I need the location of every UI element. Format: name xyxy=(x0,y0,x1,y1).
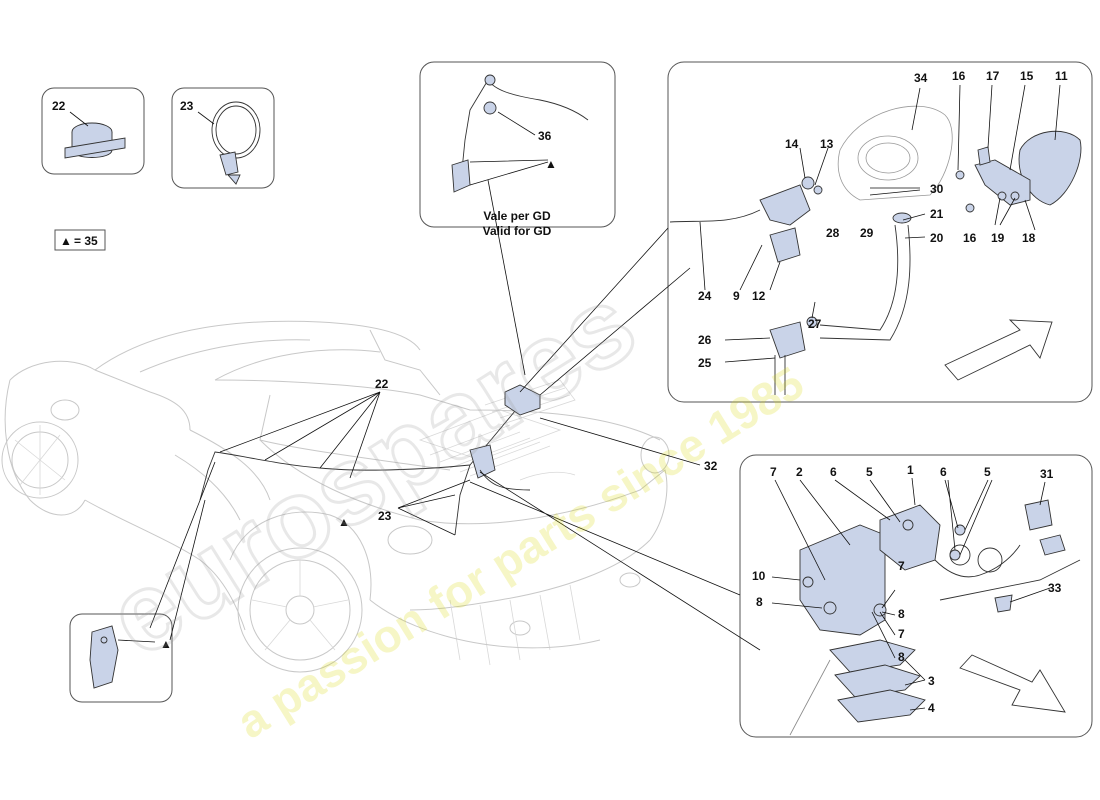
callout-6-left: 6 xyxy=(830,465,837,479)
callout-16-top: 16 xyxy=(952,69,966,83)
callout-29: 29 xyxy=(860,226,874,240)
car-outline xyxy=(1,320,670,673)
callout-5-left: 5 xyxy=(866,465,873,479)
callout-18: 18 xyxy=(1022,231,1036,245)
legend-symbol: ▲ xyxy=(60,234,72,248)
callout-26: 26 xyxy=(698,333,712,347)
callout-21: 21 xyxy=(930,207,944,221)
cable-routing xyxy=(199,384,541,536)
gd-variant-box: 36 ▲ Vale per GD Valid for GD xyxy=(419,61,616,238)
callout-25: 25 xyxy=(698,356,712,370)
bonnet-lock-box: 7 2 6 5 1 6 5 31 10 7 8 8 7 8 3 4 33 xyxy=(739,454,1093,738)
callout-3: 3 xyxy=(928,674,935,688)
callout-22: 22 xyxy=(52,99,66,113)
callout-30: 30 xyxy=(930,182,944,196)
callout-17: 17 xyxy=(986,69,1000,83)
callout-6-right: 6 xyxy=(940,465,947,479)
triangle-mark-gd: ▲ xyxy=(545,157,557,171)
callout-7-mid: 7 xyxy=(898,559,905,573)
callout-20: 20 xyxy=(930,231,944,245)
callout-31: 31 xyxy=(1040,467,1054,481)
callout-22-car: 22 xyxy=(375,377,389,391)
callout-36: 36 xyxy=(538,129,552,143)
callout-9: 9 xyxy=(733,289,740,303)
gd-note-line1: Vale per GD xyxy=(483,209,551,223)
callout-13: 13 xyxy=(820,137,834,151)
callout-28: 28 xyxy=(826,226,840,240)
callout-19: 19 xyxy=(991,231,1005,245)
callout-14: 14 xyxy=(785,137,799,151)
callout-12: 12 xyxy=(752,289,766,303)
callout-8-left: 8 xyxy=(756,595,763,609)
callout-4: 4 xyxy=(928,701,935,715)
callout-7-bottom: 7 xyxy=(898,627,905,641)
callout-5-right: 5 xyxy=(984,465,991,479)
callout-23: 23 xyxy=(180,99,194,113)
callout-27: 27 xyxy=(808,317,822,331)
callout-8-right: 8 xyxy=(898,607,905,621)
callout-1: 1 xyxy=(907,463,914,477)
callout-23-car: 23 xyxy=(378,509,392,523)
strap-23-box: 23 xyxy=(171,87,275,189)
callout-32: 32 xyxy=(704,459,718,473)
callout-10: 10 xyxy=(752,569,766,583)
car-callouts: 22 23 32 ▲ xyxy=(149,179,761,651)
callout-8-bottom: 8 xyxy=(898,650,905,664)
bracket-detail-box: ▲ xyxy=(69,613,173,703)
callout-33: 33 xyxy=(1048,581,1062,595)
callout-11: 11 xyxy=(1055,69,1068,83)
triangle-mark-car: ▲ xyxy=(338,515,350,529)
clip-22-box: 22 xyxy=(41,87,145,175)
fuel-flap-box: 34 16 17 15 11 14 13 30 21 20 28 29 16 1… xyxy=(667,61,1093,403)
triangle-mark-box: ▲ xyxy=(160,637,172,651)
callout-7-top: 7 xyxy=(770,465,777,479)
callout-15: 15 xyxy=(1020,69,1034,83)
callout-2: 2 xyxy=(796,465,803,479)
legend-text: = 35 xyxy=(74,234,98,248)
callout-24: 24 xyxy=(698,289,712,303)
callout-34: 34 xyxy=(914,71,928,85)
gd-note-line2: Valid for GD xyxy=(483,224,552,238)
legend-box: ▲ = 35 xyxy=(54,229,106,251)
callout-16-bottom: 16 xyxy=(963,231,977,245)
